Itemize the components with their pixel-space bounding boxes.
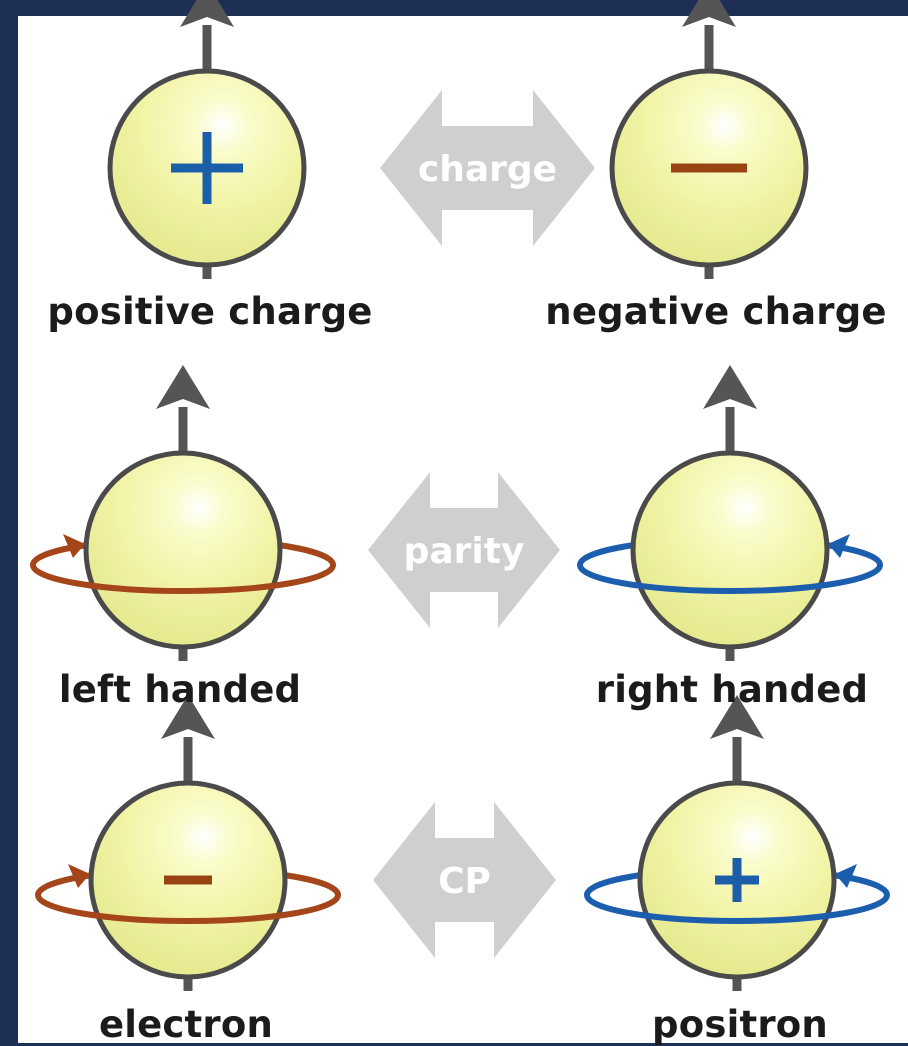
row2-left-orbit-icon-arrowhead: [63, 534, 85, 558]
row2-parity-double-arrow-icon: [368, 472, 560, 628]
row1-left-axis-head: [180, 0, 234, 27]
row2-left-ball: [83, 450, 283, 650]
row1-charge-double-arrow-icon: [380, 90, 595, 246]
row2-left-axis-head: [156, 365, 210, 409]
row3-right-plus-icon: [715, 858, 759, 902]
row3-right-orbit-icon-arrowhead: [835, 864, 857, 888]
row2-right-orbit-icon-front: [577, 564, 883, 594]
label-positive-charge: positive charge: [47, 290, 373, 333]
row1-right-axis-head: [682, 0, 736, 27]
row3-cp-label: CP: [438, 861, 491, 902]
label-right-handed: right handed: [595, 668, 869, 711]
label-positron: positron: [652, 1003, 828, 1046]
label-left-handed: left handed: [58, 668, 302, 711]
row1-charge-label: charge: [418, 149, 557, 190]
row2-right-orbit-icon-arrowhead: [828, 534, 850, 558]
row3-right-axis-head: [710, 695, 764, 739]
row3-right-orbit-icon-front: [584, 894, 890, 924]
row3-left-axis-head: [161, 695, 215, 739]
row2-left-orbit-icon-front: [30, 564, 336, 594]
row3-cp-double-arrow-icon: [373, 802, 556, 958]
row2-parity-label: parity: [404, 531, 525, 572]
row2-right-axis-head: [703, 365, 757, 409]
row1-left-plus-icon: [171, 132, 243, 204]
row2-right-ball: [630, 450, 830, 650]
label-negative-charge: negative charge: [545, 290, 887, 333]
label-electron: electron: [98, 1003, 274, 1046]
row3-left-orbit-icon-front: [35, 894, 341, 924]
row3-left-orbit-icon-arrowhead: [68, 864, 90, 888]
